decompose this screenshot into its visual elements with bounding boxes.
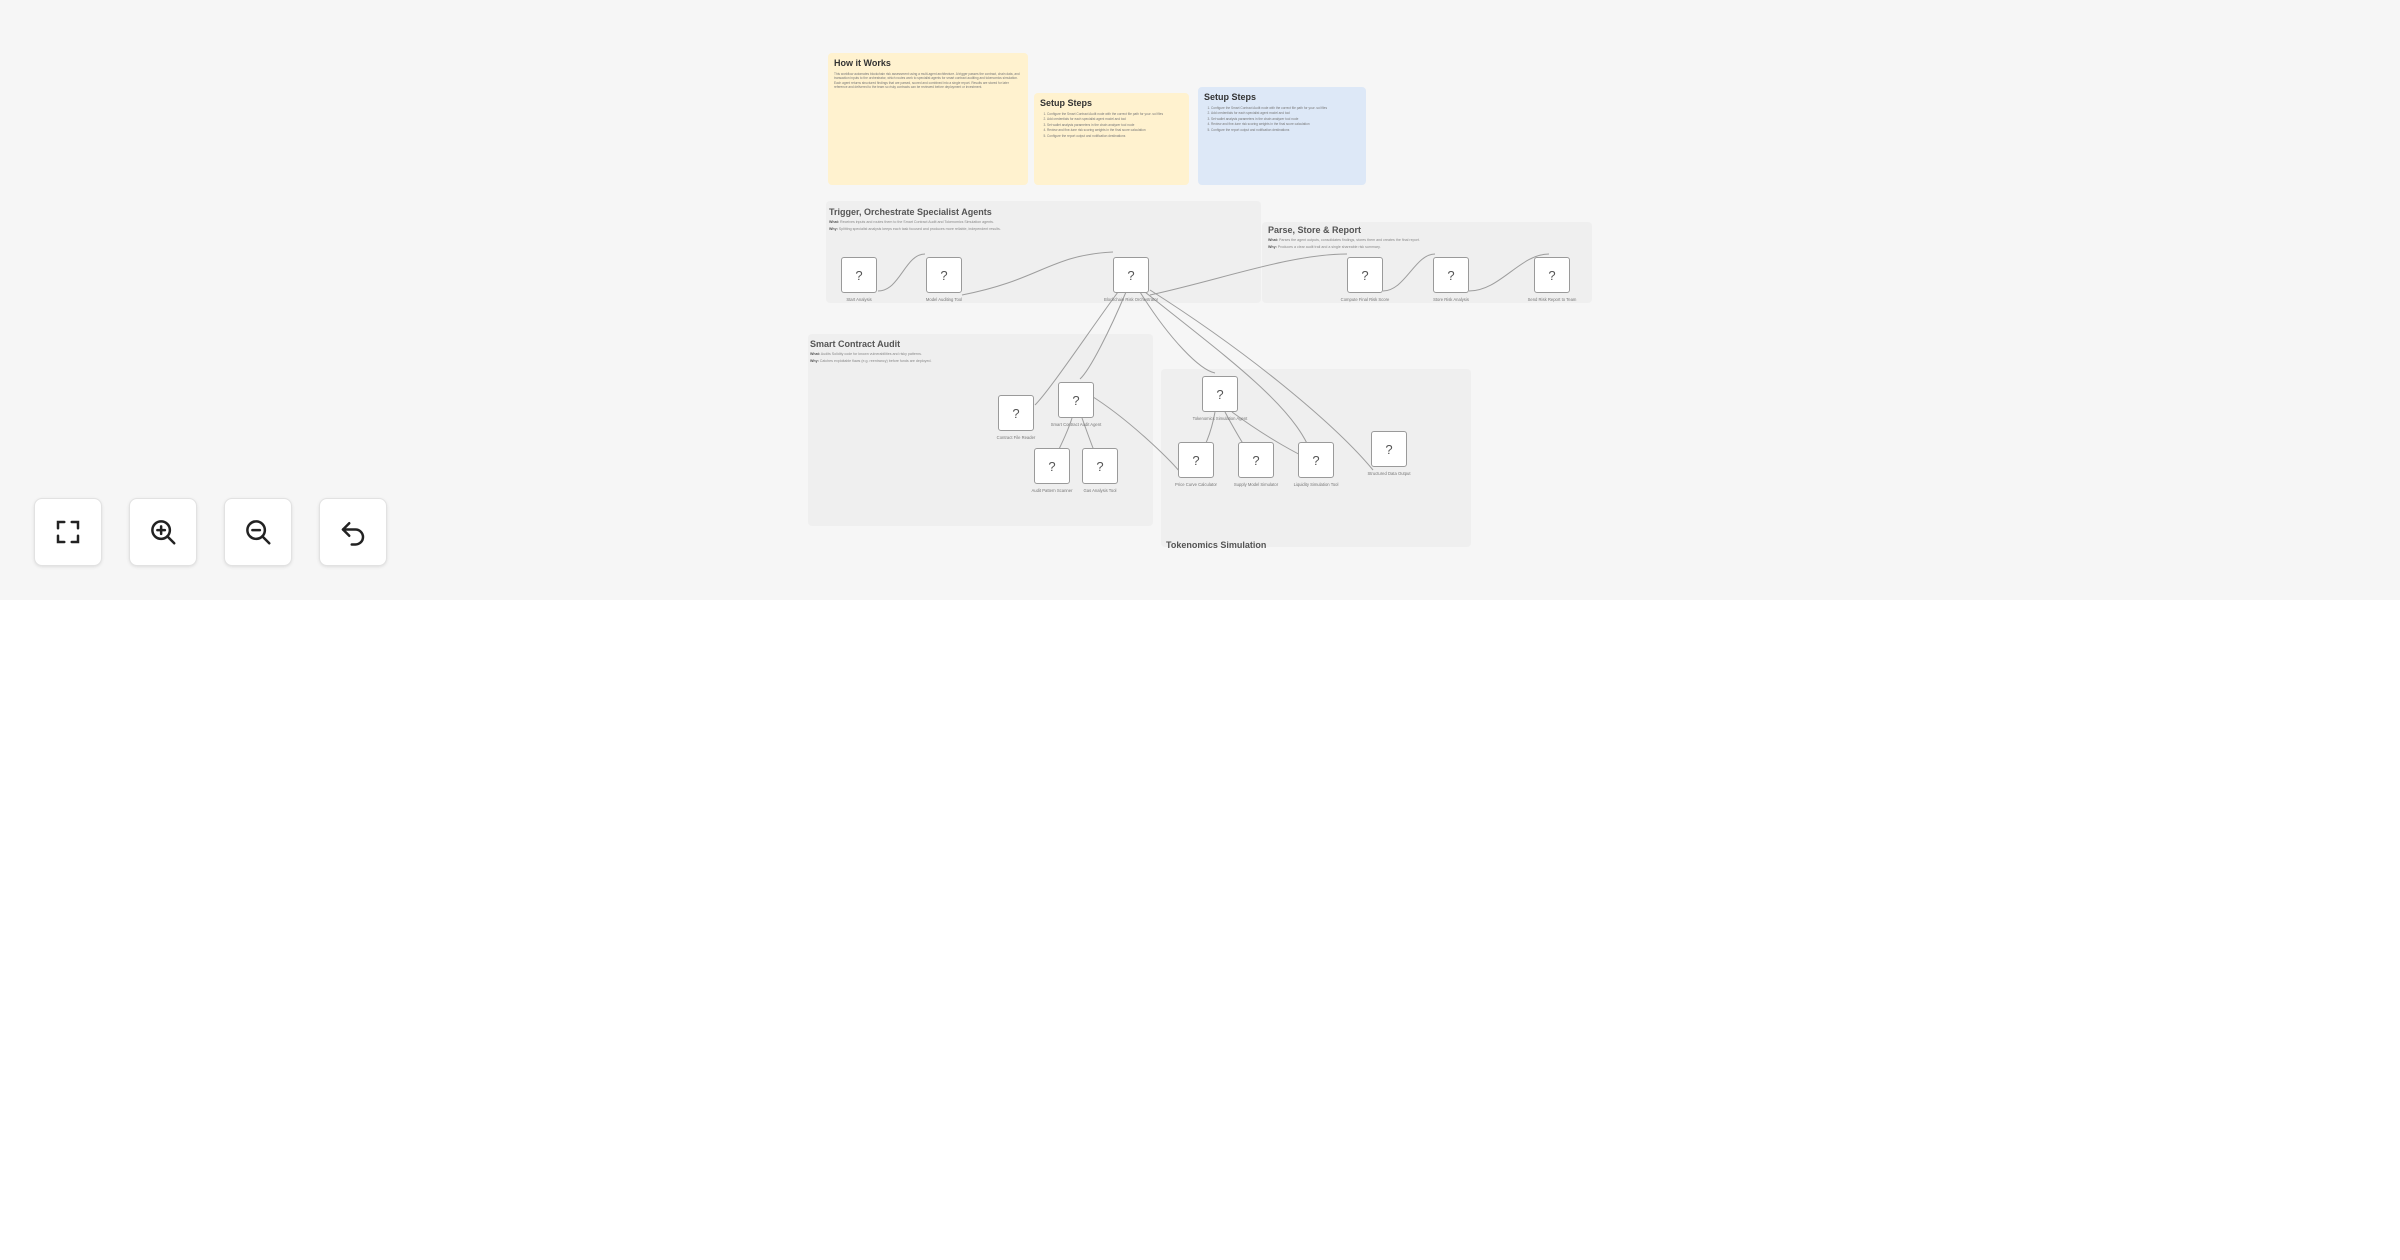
- setup-step-1-4: Review and fine-tune risk scoring weight…: [1047, 128, 1183, 132]
- trigger-section-title: Trigger, Orchestrate Specialist Agents: [829, 207, 992, 217]
- parse-section-what: What: Parses the agent outputs, consolid…: [1268, 238, 1420, 242]
- node-label-store-results: Store Risk Analysis: [1433, 297, 1469, 302]
- zoom-in-icon: [151, 520, 176, 545]
- how-it-works-body: This workflow automates blockchain risk …: [834, 72, 1020, 90]
- node-token-agent[interactable]: ?: [1202, 376, 1238, 412]
- node-audit-tool-b[interactable]: ?: [1082, 448, 1118, 484]
- setup-step-1-5: Configure the report output and notifica…: [1047, 134, 1183, 138]
- zoom-out-button[interactable]: [224, 498, 292, 566]
- node-question-icon: ?: [1216, 386, 1224, 402]
- node-start-analysis[interactable]: ?: [841, 257, 877, 293]
- undo-icon: [341, 522, 365, 546]
- node-label-smart-audit-agent: Smart Contract Audit Agent: [1050, 422, 1102, 427]
- node-store-results[interactable]: ?: [1433, 257, 1469, 293]
- node-label-audit-tool-a: Audit Pattern Scanner: [1031, 488, 1073, 493]
- node-question-icon: ?: [1127, 267, 1135, 283]
- how-it-works-title: How it Works: [834, 58, 891, 68]
- node-question-icon: ?: [1192, 452, 1200, 468]
- node-smart-audit-agent[interactable]: ?: [1058, 382, 1094, 418]
- setup-step-2-5: Configure the report output and notifica…: [1211, 128, 1360, 132]
- node-question-icon: ?: [1447, 267, 1455, 283]
- workflow-canvas[interactable]: How it Works This workflow automates blo…: [0, 0, 2400, 600]
- node-label-start: Start Analysis: [846, 297, 872, 302]
- trigger-section-what: What: Receives inputs and routes them to…: [829, 220, 994, 224]
- setup-step-2-1: Configure the Smart Contract Audit node …: [1211, 106, 1360, 110]
- node-question-icon: ?: [940, 267, 948, 283]
- node-token-tool-b[interactable]: ?: [1238, 442, 1274, 478]
- node-label-orchestrator: Blockchain Risk Orchestrator: [1104, 297, 1158, 302]
- node-label-structured-output: Structured Data Output: [1367, 471, 1411, 476]
- reset-zoom-button[interactable]: [319, 498, 387, 566]
- node-model-auditing-tool[interactable]: ?: [926, 257, 962, 293]
- node-label-compute-score: Compute Final Risk Score: [1340, 297, 1390, 302]
- how-it-works-note: How it Works This workflow automates blo…: [828, 53, 1028, 185]
- setup-step-1-2: Add credentials for each specialist agen…: [1047, 117, 1183, 121]
- setup-step-2-2: Add credentials for each specialist agen…: [1211, 111, 1360, 115]
- node-label-model: Model Auditing Tool: [925, 297, 963, 302]
- setup-step-1-3: Set wallet analysis parameters in the ch…: [1047, 123, 1183, 127]
- node-compute-score[interactable]: ?: [1347, 257, 1383, 293]
- tokenomics-section-title: Tokenomics Simulation: [1166, 540, 1267, 550]
- setup-step-2-4: Review and fine-tune risk scoring weight…: [1211, 122, 1360, 126]
- node-question-icon: ?: [1361, 267, 1369, 283]
- audit-section-what: What: Audits Solidity code for known vul…: [810, 352, 922, 356]
- node-question-icon: ?: [1252, 452, 1260, 468]
- node-question-icon: ?: [1096, 458, 1104, 474]
- node-label-audit-tool-b: Gas Analysis Tool: [1083, 488, 1117, 493]
- canvas-controls: [34, 498, 387, 566]
- setup-steps-title-1: Setup Steps: [1040, 98, 1093, 108]
- audit-section-why: Why: Catches exploitable flaws (e.g. ree…: [810, 359, 932, 363]
- node-question-icon: ?: [1012, 405, 1020, 421]
- node-structured-output[interactable]: ?: [1371, 431, 1407, 467]
- node-token-tool-a[interactable]: ?: [1178, 442, 1214, 478]
- node-question-icon: ?: [1312, 452, 1320, 468]
- node-label-token-tool-a: Price Curve Calculator: [1175, 482, 1217, 487]
- node-question-icon: ?: [1385, 441, 1393, 457]
- node-label-token-agent: Tokenomics Simulation Agent: [1192, 416, 1248, 421]
- audit-section-title: Smart Contract Audit: [810, 339, 901, 349]
- node-audit-tool-a[interactable]: ?: [1034, 448, 1070, 484]
- setup-step-1-1: Configure the Smart Contract Audit node …: [1047, 112, 1183, 116]
- node-orchestrator[interactable]: ?: [1113, 257, 1149, 293]
- parse-section-why: Why: Produces a clear audit trail and a …: [1268, 245, 1381, 249]
- node-send-report[interactable]: ?: [1534, 257, 1570, 293]
- setup-step-2-3: Set wallet analysis parameters in the ch…: [1211, 117, 1360, 121]
- node-question-icon: ?: [1048, 458, 1056, 474]
- setup-steps-note-2: Setup Steps Configure the Smart Contract…: [1198, 87, 1366, 185]
- setup-steps-title-2: Setup Steps: [1204, 92, 1257, 102]
- node-label-token-tool-c: Liquidity Simulation Tool: [1293, 482, 1339, 487]
- node-question-icon: ?: [1548, 267, 1556, 283]
- node-question-icon: ?: [1072, 392, 1080, 408]
- trigger-section-why: Why: Splitting specialist analysis keeps…: [829, 227, 1001, 231]
- node-label-contract-file: Contract File Reader: [996, 435, 1036, 440]
- node-question-icon: ?: [855, 267, 863, 283]
- zoom-in-button[interactable]: [129, 498, 197, 566]
- parse-section-title: Parse, Store & Report: [1268, 225, 1362, 235]
- setup-steps-note-1: Setup Steps Configure the Smart Contract…: [1034, 93, 1189, 185]
- zoom-out-icon: [246, 520, 271, 545]
- node-label-send-report: Send Risk Report to Team: [1527, 297, 1577, 302]
- node-token-tool-c[interactable]: ?: [1298, 442, 1334, 478]
- node-contract-file-reader[interactable]: ?: [998, 395, 1034, 431]
- fit-view-button[interactable]: [34, 498, 102, 566]
- node-label-token-tool-b: Supply Model Simulator: [1233, 482, 1279, 487]
- fullscreen-icon: [56, 520, 80, 544]
